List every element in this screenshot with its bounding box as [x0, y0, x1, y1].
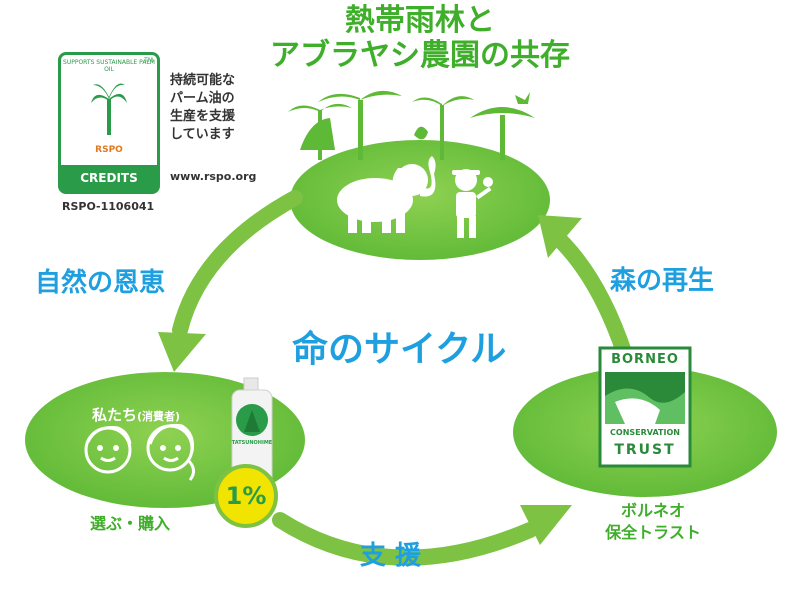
support-line1: 持続可能な — [170, 73, 236, 88]
borneo-caption: ボルネオ 保全トラスト — [598, 500, 708, 544]
cycle-bottom-label: 支 援 — [360, 541, 422, 571]
product-bottle-icon — [231, 377, 273, 486]
rspo-badge: SUPPORTS SUSTAINABLE PALM OIL TM RSPO CR… — [58, 52, 160, 194]
arrow-bottom-icon — [272, 512, 538, 566]
one-percent-text: 1% — [225, 482, 267, 510]
title-line2: アブラヤシ農園の共存 — [270, 37, 570, 73]
title-line1: 熱帯雨林と — [345, 3, 495, 38]
cycle-left-label: 自然の恩恵 — [35, 268, 166, 298]
borneo-caption-line2: 保全トラスト — [605, 523, 701, 542]
cycle-right-label: 森の再生 — [610, 266, 715, 296]
top-ellipse — [290, 140, 550, 260]
borneo-line2: CONSERVATION — [610, 428, 680, 437]
arrow-left-icon — [172, 190, 303, 338]
palm-tree-icon — [89, 77, 129, 137]
rspo-arc-text: SUPPORTS SUSTAINABLE PALM OIL — [63, 59, 155, 73]
rspo-tm: TM — [144, 57, 153, 64]
borneo-logo — [598, 346, 692, 468]
consumer-action: 選ぶ・購入 — [90, 514, 171, 533]
borneo-line1: BORNEO — [611, 352, 679, 367]
arrow-right-head-icon — [538, 215, 582, 258]
child-figure-icon — [452, 169, 493, 238]
support-line3: 生産を支援 — [170, 109, 236, 124]
bottle-brand: TATSUNOHIME — [231, 440, 273, 446]
elephant-icon — [337, 156, 436, 233]
rspo-support-text: 持続可能な パーム油の 生産を支援 しています — [170, 72, 235, 144]
arrow-right-icon — [552, 232, 633, 363]
rspo-credits: CREDITS — [61, 165, 157, 191]
arrow-left-head-icon — [158, 332, 206, 372]
cycle-center-label: 命のサイクル — [292, 329, 507, 370]
arrow-bottom-head-icon — [520, 505, 572, 545]
borneo-caption-line1: ボルネオ — [620, 501, 685, 520]
consumer-faces-icon — [84, 423, 195, 481]
support-line2: パーム油の — [170, 91, 235, 106]
diagram-title: 熱帯雨林と アブラヤシ農園の共存 — [240, 3, 600, 73]
consumer-title-sub: (消費者) — [137, 410, 181, 423]
borneo-line3: TRUST — [614, 442, 676, 458]
rspo-logo-word: RSPO — [95, 145, 123, 155]
one-percent-badge — [214, 464, 278, 528]
consumer-title-main: 私たち — [92, 406, 138, 424]
support-line4: しています — [170, 127, 235, 142]
jungle-silhouette-icon — [288, 90, 535, 160]
consumer-title: 私たち(消費者) — [92, 404, 180, 425]
rspo-id: RSPO-1106041 — [62, 200, 155, 213]
rspo-url: www.rspo.org — [170, 170, 257, 183]
